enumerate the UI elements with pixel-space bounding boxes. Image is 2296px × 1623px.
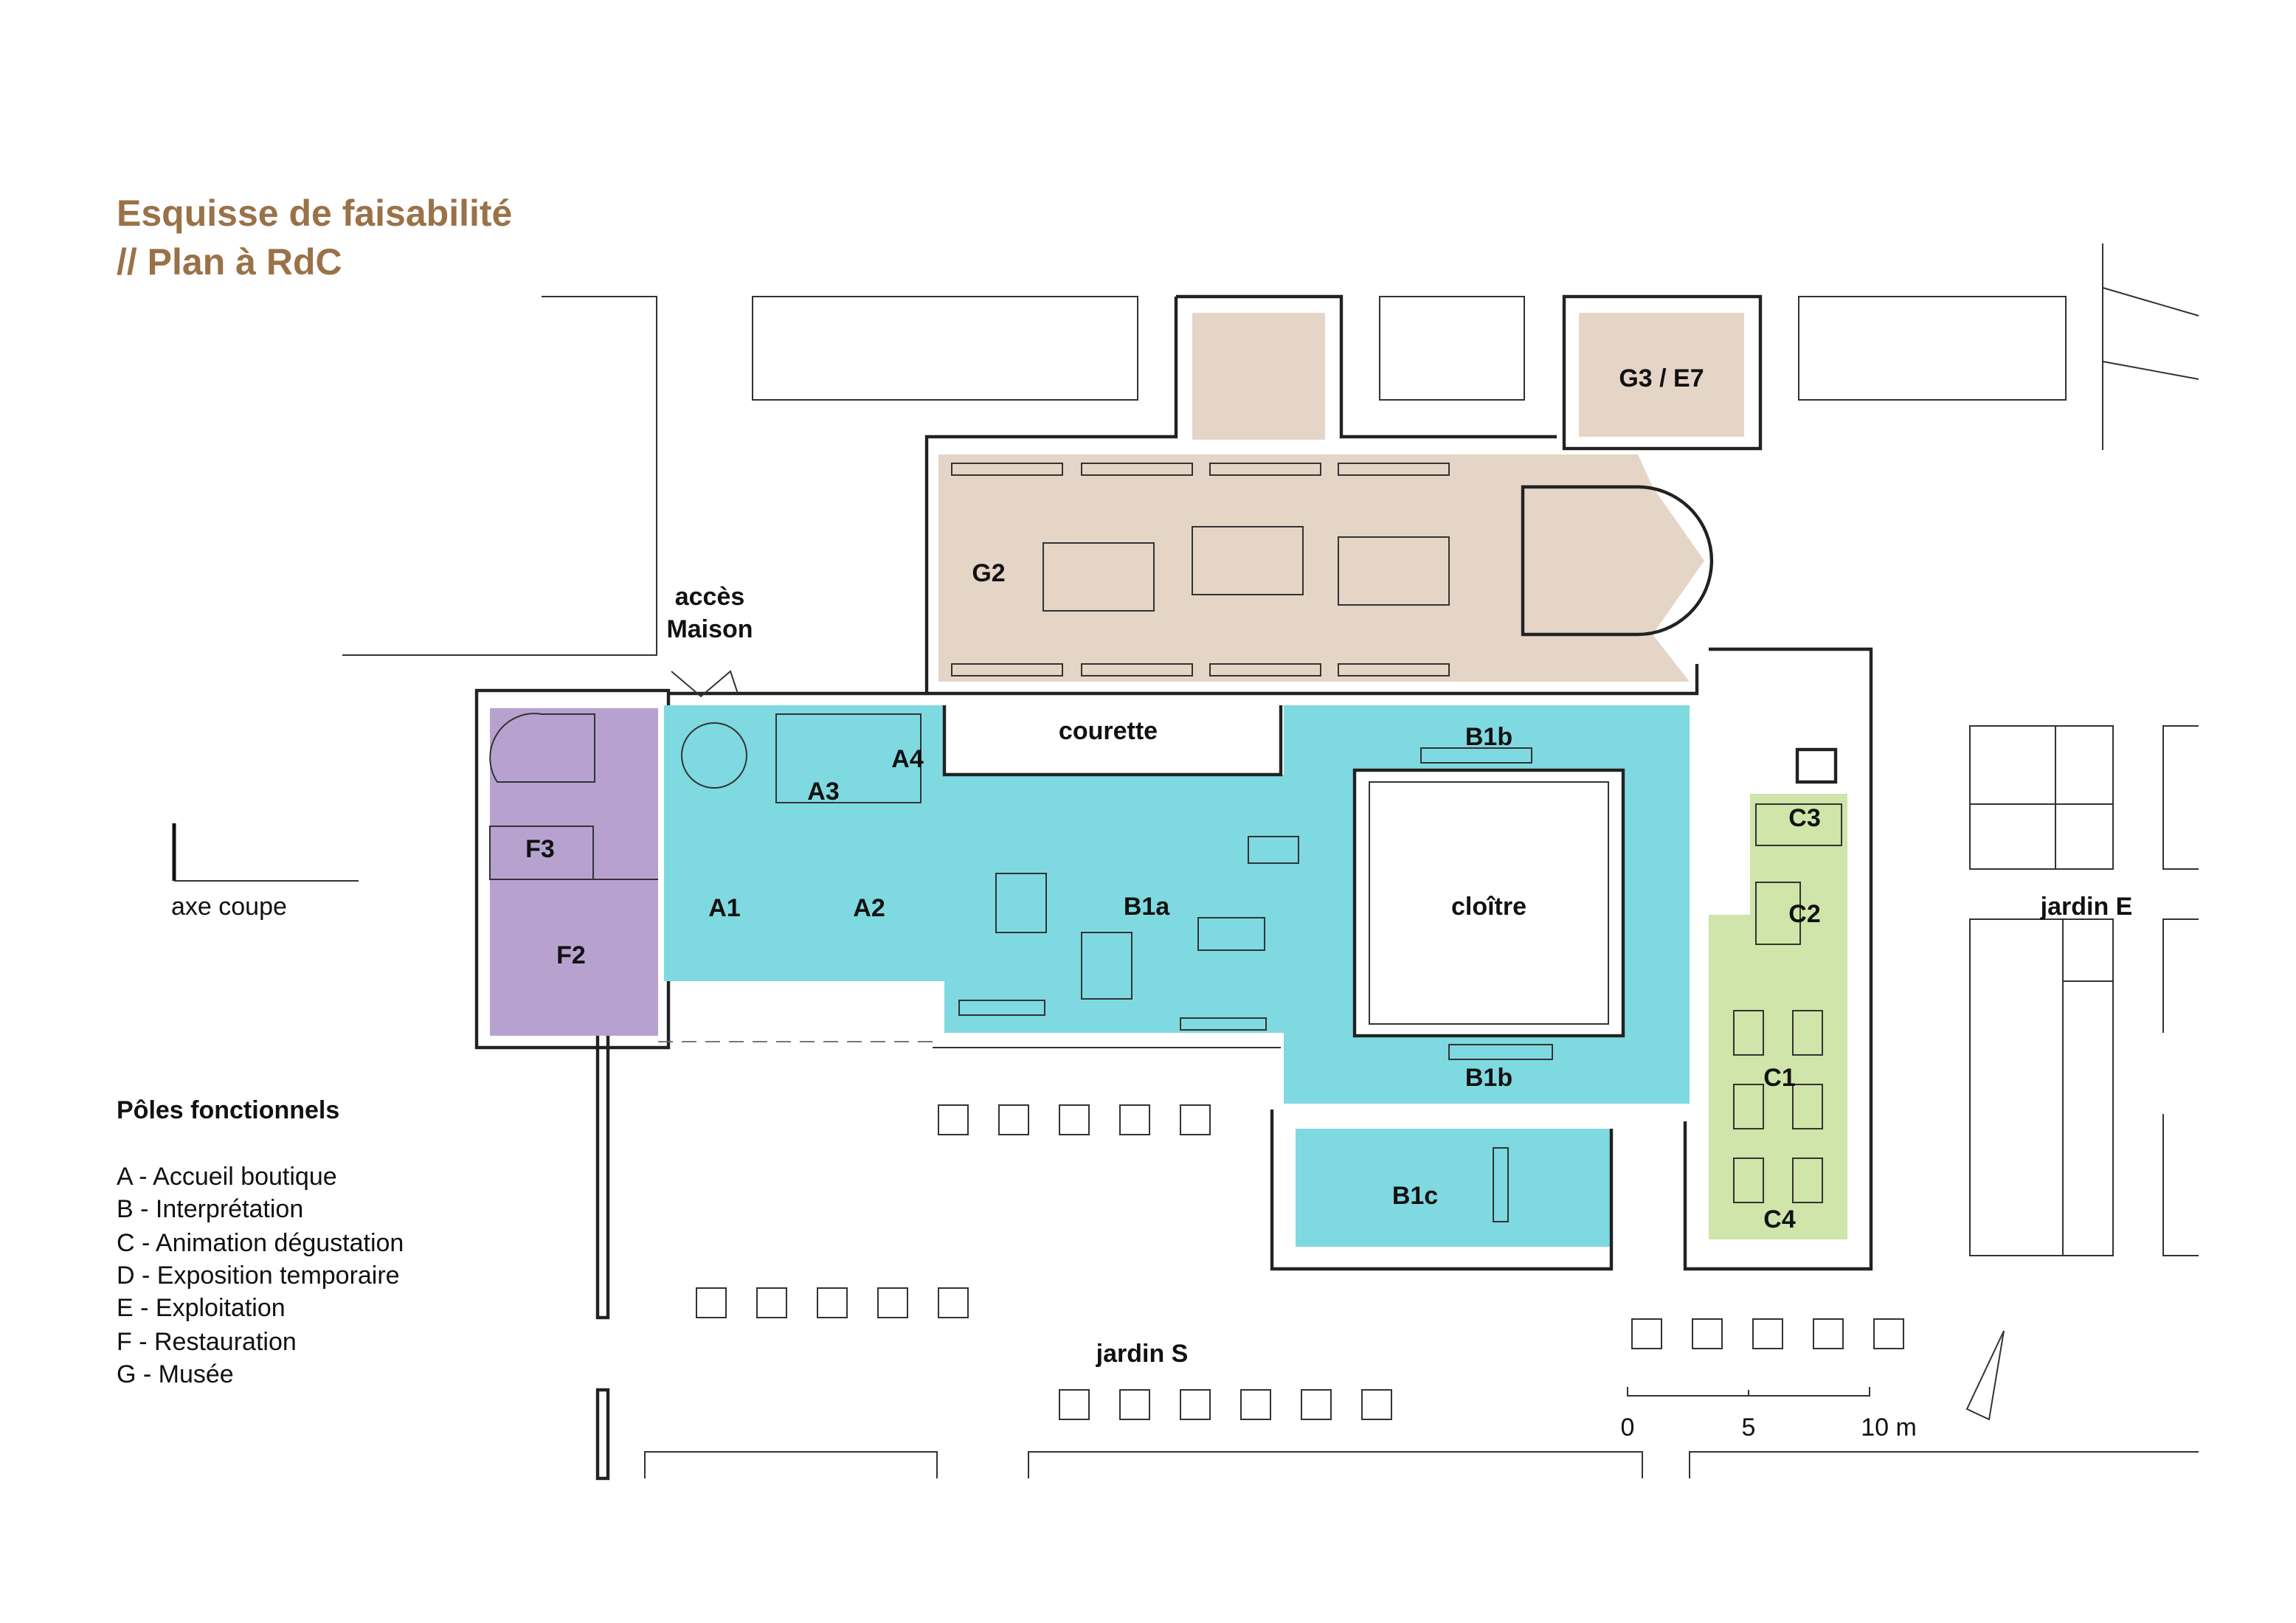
room-c1: C1 [1763, 1064, 1795, 1092]
legend-item: G - Musée [117, 1360, 234, 1388]
room-c2: C2 [1788, 900, 1820, 928]
room-b1a: B1a [1124, 893, 1170, 921]
room-b1c: B1c [1392, 1182, 1438, 1210]
zone-f-restauration [474, 688, 671, 1050]
room-a2: A2 [853, 894, 885, 922]
axe-coupe-label: axe coupe [171, 893, 287, 921]
scale-tick-10: 10 m [1861, 1413, 1917, 1442]
room-b1b-bottom: B1b [1465, 1064, 1512, 1092]
zone-c-degustation [1683, 647, 1873, 1271]
courette-label: courette [1059, 717, 1158, 745]
room-c4: C4 [1763, 1205, 1796, 1233]
title-line-2: // Plan à RdC [117, 241, 342, 283]
acces-label-1: accès [675, 583, 745, 611]
legend-item: F - Restauration [117, 1328, 297, 1356]
legend-item: E - Exploitation [117, 1294, 286, 1322]
context-buildings [342, 243, 2199, 1481]
jardin-s-label: jardin S [1096, 1340, 1189, 1368]
room-g2: G2 [972, 559, 1005, 587]
north-arrow-icon [1965, 1330, 2005, 1421]
room-c3: C3 [1788, 804, 1820, 832]
garden-plots [696, 1104, 1904, 1420]
room-g3-e7: G3 / E7 [1619, 364, 1704, 392]
room-a3: A3 [807, 778, 839, 806]
room-b1b-top: B1b [1465, 723, 1512, 751]
scale-bar: 0 5 10 m [1621, 1387, 1917, 1442]
legend-item: A - Accueil boutique [117, 1163, 337, 1191]
zone-a-b [664, 691, 1690, 1271]
scale-tick-5: 5 [1742, 1413, 1756, 1442]
legend: Pôles fonctionnels A - Accueil boutique … [117, 1096, 404, 1388]
room-a4: A4 [891, 745, 924, 773]
zone-g-museum [924, 294, 1763, 696]
room-f2: F2 [556, 941, 586, 969]
cloitre-label: cloître [1451, 893, 1526, 921]
legend-item: D - Exposition temporaire [117, 1262, 400, 1290]
legend-heading: Pôles fonctionnels [117, 1096, 339, 1124]
jardin-e-label: jardin E [2040, 893, 2133, 921]
room-a1: A1 [708, 894, 740, 922]
acces-label-2: Maison [666, 615, 753, 643]
legend-item: C - Animation dégustation [117, 1229, 404, 1257]
title-line-1: Esquisse de faisabilité [117, 193, 512, 234]
section-axis-marker: axe coupe [171, 823, 359, 921]
room-f3: F3 [525, 835, 555, 863]
legend-item: B - Interprétation [117, 1195, 303, 1223]
scale-tick-0: 0 [1621, 1413, 1635, 1442]
